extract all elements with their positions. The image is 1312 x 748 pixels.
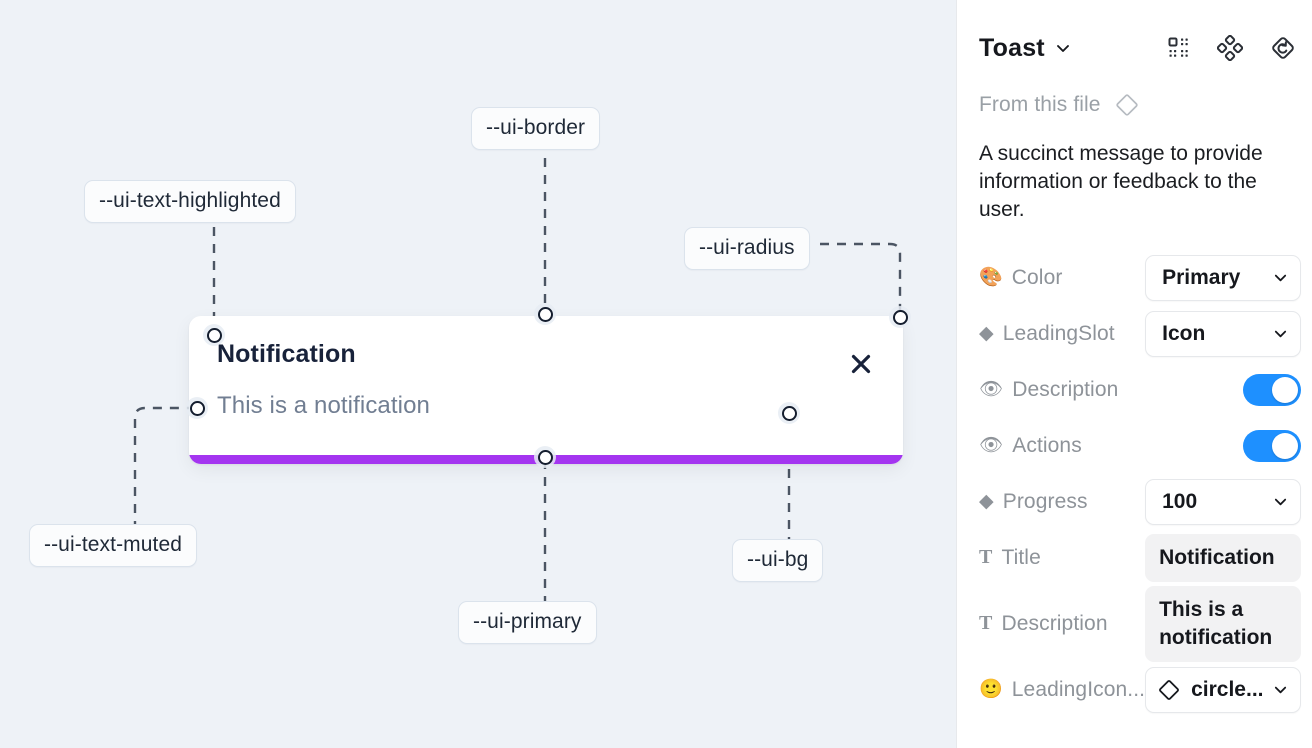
design-canvas[interactable]: Notification This is a notification --ui… <box>0 0 956 748</box>
color-select[interactable]: Primary <box>1145 254 1302 301</box>
header-icon-group <box>1167 34 1301 62</box>
property-control-leadingicon: circle... <box>1145 666 1302 713</box>
component-grid-icon[interactable] <box>1167 36 1191 60</box>
marker-ui-text-highlighted[interactable] <box>203 324 225 346</box>
text-type-icon: T <box>979 546 993 569</box>
property-row-leadingslot: ◆ LeadingSlot Icon <box>977 306 1302 362</box>
property-control-leadingslot: Icon <box>1145 310 1302 357</box>
progress-select[interactable]: 100 <box>1145 478 1302 525</box>
annotation-ui-bg[interactable]: --ui-bg <box>732 539 824 582</box>
property-label-title: T Title <box>979 545 1041 569</box>
from-this-file-label: From this file <box>979 93 1101 116</box>
eye-emoji: 👁 <box>979 435 1004 457</box>
marker-ui-bg[interactable] <box>778 402 800 424</box>
toggle-knob <box>1272 432 1299 459</box>
connector-ui-border <box>543 141 547 316</box>
annotation-ui-text-highlighted[interactable]: --ui-text-highlighted <box>84 180 296 223</box>
variants-diamond-icon[interactable] <box>1217 35 1244 61</box>
annotation-ui-border[interactable]: --ui-border <box>471 107 601 150</box>
close-icon[interactable] <box>847 350 875 378</box>
property-control-description-visibility <box>1243 373 1302 406</box>
marker-ui-radius[interactable] <box>889 306 911 328</box>
property-row-description-text: T Description This is a notification <box>977 585 1302 662</box>
diamond-filled-icon: ◆ <box>979 491 994 513</box>
description-input[interactable]: This is a notification <box>1145 585 1302 662</box>
annotation-ui-text-muted[interactable]: --ui-text-muted <box>29 524 198 567</box>
property-control-progress: 100 <box>1145 478 1302 525</box>
leadingslot-select[interactable]: Icon <box>1145 310 1302 357</box>
reset-instance-icon[interactable] <box>1269 34 1297 62</box>
chevron-down-icon <box>1273 682 1288 697</box>
property-row-progress: ◆ Progress 100 <box>977 474 1302 530</box>
diamond-icon <box>1114 92 1140 118</box>
property-control-title: Notification <box>1145 533 1302 582</box>
property-label-description-visibility: 👁 Description <box>979 377 1119 401</box>
property-row-color: 🎨 Color Primary <box>977 250 1302 306</box>
annotation-ui-primary[interactable]: --ui-primary <box>458 601 597 644</box>
annotation-ui-radius[interactable]: --ui-radius <box>684 227 810 270</box>
palette-emoji: 🎨 <box>979 267 1003 289</box>
eye-emoji: 👁 <box>979 379 1004 401</box>
component-description: A succinct message to provide informatio… <box>979 142 1263 221</box>
page-title: Toast <box>979 33 1045 62</box>
toast-description: This is a notification <box>217 392 430 419</box>
marker-ui-border[interactable] <box>534 303 556 325</box>
property-label-color: 🎨 Color <box>979 265 1063 289</box>
property-label-progress: ◆ Progress <box>979 489 1088 513</box>
panel-header: Toast <box>977 0 1301 96</box>
toast-title: Notification <box>217 340 356 368</box>
from-this-file-row[interactable]: From this file <box>977 92 1301 118</box>
diamond-icon <box>1157 678 1181 702</box>
marker-ui-primary[interactable] <box>534 446 556 468</box>
property-label-description-text: T Description <box>979 611 1108 635</box>
description-toggle[interactable] <box>1243 373 1302 406</box>
toast-component-preview[interactable]: Notification This is a notification <box>189 316 903 464</box>
marker-ui-text-muted[interactable] <box>186 397 208 419</box>
property-control-color: Primary <box>1145 254 1302 301</box>
diamond-filled-icon: ◆ <box>979 323 994 345</box>
property-row-description-visibility: 👁 Description <box>977 362 1302 418</box>
property-control-description-text: This is a notification <box>1145 585 1302 662</box>
property-row-actions-visibility: 👁 Actions <box>977 418 1302 474</box>
smiley-emoji: 🙂 <box>979 679 1003 701</box>
chevron-down-icon <box>1273 326 1288 341</box>
property-row-leadingicon: 🙂 LeadingIcon... circle... <box>977 662 1302 718</box>
property-row-title: T Title Notification <box>977 530 1302 586</box>
chevron-down-icon[interactable] <box>1055 40 1071 56</box>
actions-toggle[interactable] <box>1243 429 1302 462</box>
text-type-icon: T <box>979 612 993 635</box>
connector-ui-primary <box>543 460 547 605</box>
property-control-actions-visibility <box>1243 429 1302 462</box>
property-list: 🎨 Color Primary ◆ LeadingSlot <box>977 250 1302 718</box>
chevron-down-icon <box>1273 494 1288 509</box>
properties-panel: Toast <box>956 0 1312 748</box>
toggle-knob <box>1272 376 1299 403</box>
leadingicon-select[interactable]: circle... <box>1145 666 1302 713</box>
title-input[interactable]: Notification <box>1145 533 1302 582</box>
chevron-down-icon <box>1273 270 1288 285</box>
property-label-leadingicon: 🙂 LeadingIcon... <box>979 677 1146 701</box>
property-label-leadingslot: ◆ LeadingSlot <box>979 321 1115 345</box>
property-label-actions-visibility: 👁 Actions <box>979 433 1082 457</box>
